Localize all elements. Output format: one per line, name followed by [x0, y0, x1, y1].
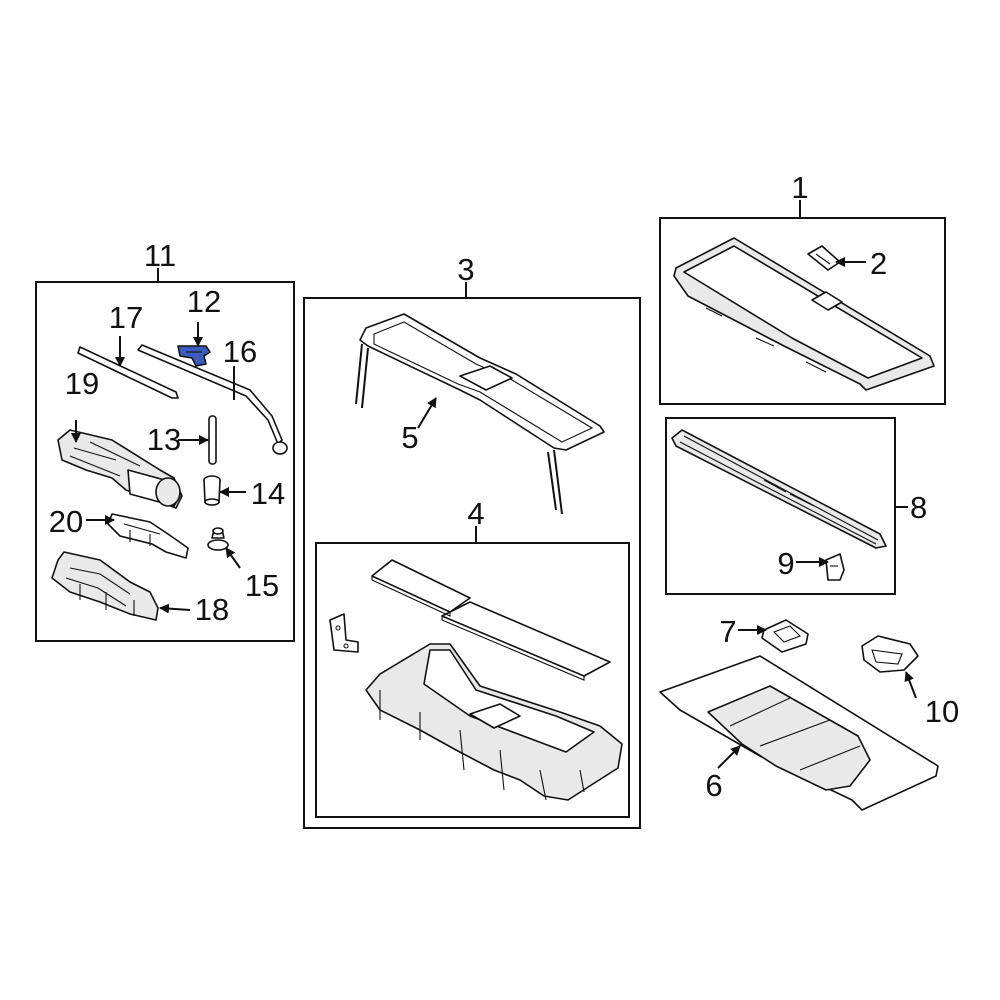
- callout-16: 16: [223, 334, 257, 369]
- callout-18: 18: [195, 592, 229, 627]
- part-7-cup-holder[interactable]: [761, 619, 809, 653]
- callout-12: 12: [187, 284, 221, 319]
- callout-7: 7: [719, 614, 736, 649]
- leader-18: [159, 603, 191, 614]
- callout-15: 15: [245, 568, 279, 603]
- part-19-tool-kit[interactable]: [57, 429, 183, 509]
- part-16-jack-handle[interactable]: [137, 344, 288, 455]
- callout-3: 3: [457, 252, 474, 287]
- part-15-fastener[interactable]: [207, 527, 229, 551]
- leader-15: [225, 547, 241, 569]
- part-13-pin[interactable]: [208, 415, 217, 465]
- part-1-cargo-cover[interactable]: [673, 237, 935, 391]
- part-6-cargo-tray[interactable]: [659, 655, 939, 811]
- callout-5: 5: [401, 420, 418, 455]
- part-4-floor-panel[interactable]: [371, 559, 611, 681]
- callout-8: 8: [910, 490, 927, 525]
- callout-9: 9: [777, 546, 794, 581]
- callout-2: 2: [870, 246, 887, 281]
- part-4-bracket[interactable]: [329, 613, 359, 653]
- callout-14: 14: [251, 476, 285, 511]
- part-9-clip[interactable]: [825, 553, 845, 581]
- group-box-4: [315, 542, 630, 818]
- callout-19: 19: [65, 366, 99, 401]
- leader-10: [904, 671, 917, 699]
- callout-17: 17: [109, 300, 143, 335]
- part-20-bracket[interactable]: [107, 513, 189, 559]
- callout-13: 13: [147, 422, 181, 457]
- part-5-frame[interactable]: [355, 313, 605, 515]
- callout-4: 4: [467, 496, 484, 531]
- callout-6: 6: [705, 768, 722, 803]
- leader-6: [717, 745, 741, 769]
- group-box-3: [303, 297, 641, 829]
- part-12-clip-highlighted[interactable]: [177, 345, 211, 367]
- part-18-tray[interactable]: [51, 551, 159, 621]
- callout-11: 11: [144, 238, 176, 273]
- part-10-cover[interactable]: [861, 635, 919, 673]
- callout-10: 10: [925, 694, 959, 729]
- part-14-bushing[interactable]: [203, 475, 221, 506]
- callout-20: 20: [49, 504, 83, 539]
- group-box-11: [35, 281, 295, 642]
- group-box-1: [659, 217, 946, 405]
- part-4-storage-bin[interactable]: [365, 643, 623, 801]
- part-2-clip[interactable]: [807, 245, 841, 271]
- leader-5: [417, 397, 437, 429]
- part-8-trim-rail[interactable]: [671, 429, 887, 549]
- part-17-rod[interactable]: [77, 346, 179, 399]
- callout-1: 1: [791, 170, 808, 205]
